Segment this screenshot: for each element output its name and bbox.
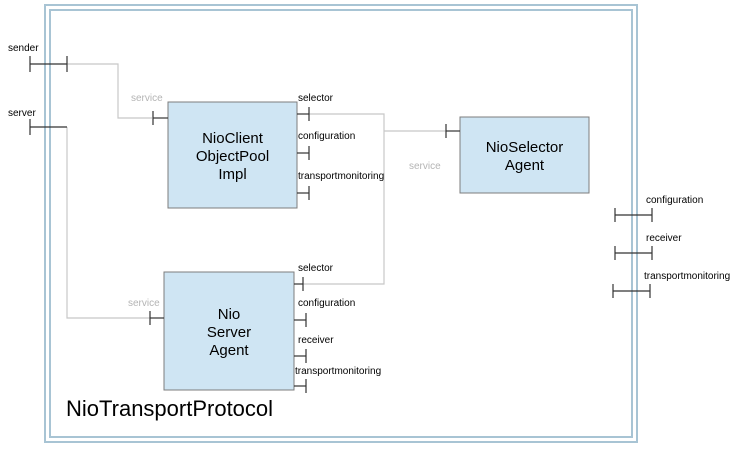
container-title: NioTransportProtocol <box>66 396 273 421</box>
outer-receiver-label: receiver <box>646 233 682 244</box>
client-pool-service-label: service <box>131 93 163 104</box>
server-agent-configuration-port[interactable] <box>294 313 307 327</box>
server-agent-name-line-3: Agent <box>209 342 249 359</box>
server-agent-name-line-2: Server <box>207 324 251 341</box>
server-agent-receiver-port[interactable] <box>294 349 307 363</box>
server-agent-service-port[interactable] <box>149 311 164 325</box>
port-sender[interactable] <box>29 56 68 72</box>
client-pool-configuration-label: configuration <box>298 131 355 142</box>
outer-transportmonitoring-label: transportmonitoring <box>644 271 730 282</box>
client-pool-service-port[interactable] <box>152 111 168 125</box>
server-agent-configuration-label: configuration <box>298 298 355 309</box>
container-frame-inner <box>49 9 633 438</box>
selector-agent-name-line-1: NioSelector <box>486 139 564 156</box>
client-pool-transportmonitoring-label: transportmonitoring <box>298 171 384 182</box>
port-outer-configuration[interactable] <box>614 208 653 222</box>
server-agent-receiver-label: receiver <box>298 335 334 346</box>
sender-label: sender <box>8 43 39 54</box>
wire-sender-to-client-service <box>67 63 152 119</box>
server-agent-transportmonitoring-label: transportmonitoring <box>295 366 381 377</box>
server-agent-name-line-1: Nio <box>218 306 241 323</box>
selector-agent-name-line-2: Agent <box>505 157 545 174</box>
wire-selectors-bus <box>303 113 385 285</box>
outer-configuration-label: configuration <box>646 195 703 206</box>
client-pool-component[interactable] <box>167 101 298 209</box>
selector-agent-component[interactable] <box>459 116 590 194</box>
container-frame-outer <box>44 4 638 443</box>
server-agent-transportmonitoring-port[interactable] <box>294 379 307 393</box>
client-pool-name-line-1: NioClient <box>202 130 264 147</box>
server-agent-selector-port[interactable] <box>294 277 304 291</box>
server-agent-selector-label: selector <box>298 263 334 274</box>
client-pool-configuration-port[interactable] <box>297 146 310 160</box>
port-server[interactable] <box>29 119 67 135</box>
port-outer-transportmonitoring[interactable] <box>612 284 651 298</box>
client-pool-name-line-2: ObjectPool <box>196 148 269 165</box>
selector-agent-service-port[interactable] <box>445 124 460 138</box>
server-agent-component[interactable] <box>163 271 295 391</box>
wire-server-to-server-service <box>66 127 150 319</box>
server-agent-service-label: service <box>128 298 160 309</box>
client-pool-transportmonitoring-port[interactable] <box>297 186 310 200</box>
port-outer-receiver[interactable] <box>614 246 653 260</box>
client-pool-selector-port[interactable] <box>297 107 310 121</box>
client-pool-name-line-3: Impl <box>218 166 246 183</box>
selector-agent-service-label: service <box>409 161 441 172</box>
client-pool-selector-label: selector <box>298 93 334 104</box>
server-label: server <box>8 108 36 119</box>
